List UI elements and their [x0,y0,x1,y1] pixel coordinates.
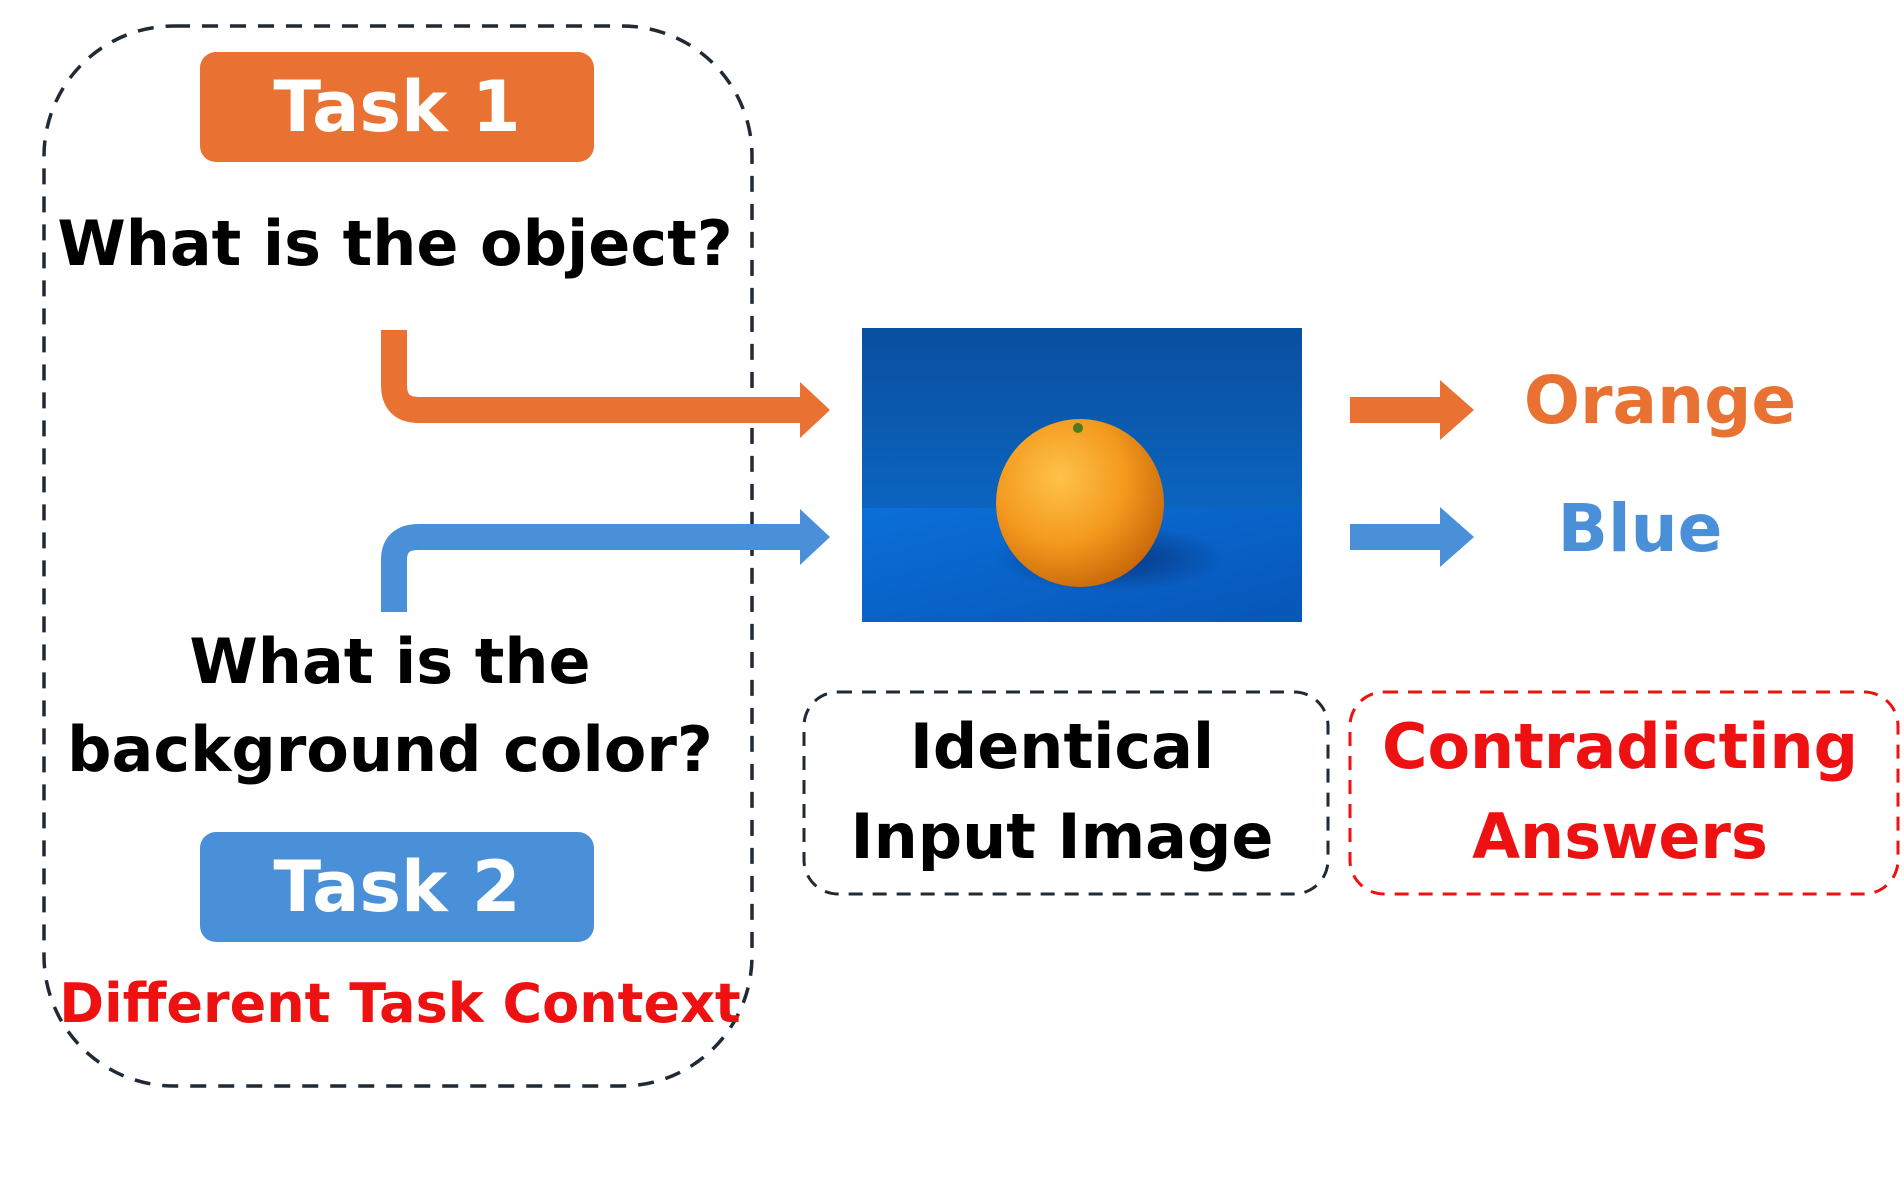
answers-caption: Contradicting Answers [1346,702,1894,882]
answers-caption-box [1348,690,1900,896]
context-label: Different Task Context [59,972,741,1035]
task1-question: What is the object? [57,207,733,280]
answer2-arrow-head [1440,507,1474,567]
orange-photo-icon [862,328,1302,622]
task2-question-line1: What is the [189,625,591,698]
image-caption-line1: Identical [909,710,1215,783]
task2-badge: Task 2 [200,832,594,942]
task2-label: Task 2 [273,846,521,928]
task1-answer: Orange [1523,362,1797,439]
image-caption: Identical Input Image [800,702,1324,882]
task2-arrow-head [800,509,830,565]
answer1-arrow-head [1440,380,1474,440]
task2-answer: Blue [1557,490,1723,567]
input-image [862,328,1302,622]
task-context-container [42,24,754,1088]
task1-label: Task 1 [273,66,521,148]
task2-question-line2: background color? [67,713,713,786]
task1-arrow-head [800,382,830,438]
task2-question: What is the background color? [40,618,740,794]
image-caption-box [802,690,1330,896]
answers-caption-line2: Answers [1472,800,1768,873]
answers-caption-line1: Contradicting [1381,710,1859,783]
task2-arrow-path [381,524,810,612]
task1-badge: Task 1 [200,52,594,162]
task1-arrow-path [381,330,810,423]
image-caption-line2: Input Image [850,800,1274,873]
